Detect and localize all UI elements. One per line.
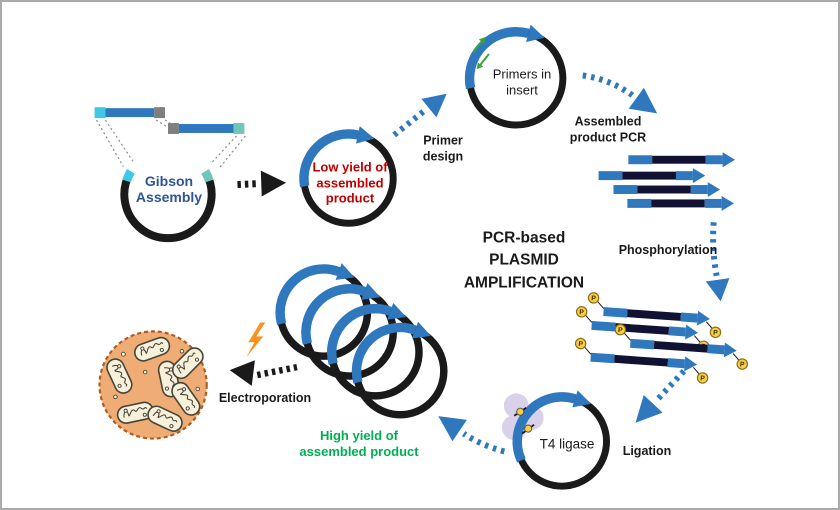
pcr-fragment bbox=[613, 182, 721, 197]
nick-site bbox=[516, 407, 525, 416]
arrowhead bbox=[628, 87, 658, 114]
fragment-end-cap bbox=[94, 107, 106, 119]
pcr-fragment bbox=[628, 152, 736, 168]
t4-ligase-plasmid bbox=[501, 390, 610, 490]
arrowhead bbox=[260, 170, 287, 197]
gibson-assembly-plasmid bbox=[120, 169, 216, 243]
plasmid-stack bbox=[280, 263, 444, 415]
lightning-icon bbox=[246, 322, 266, 358]
low-yield-plasmid bbox=[299, 126, 397, 227]
fragment-end-cap bbox=[233, 123, 245, 134]
phosphorylated-products bbox=[573, 292, 749, 383]
insert-fragments bbox=[94, 107, 245, 134]
arrowhead bbox=[526, 24, 545, 42]
fragment-end-cap bbox=[154, 107, 166, 119]
arrowhead bbox=[229, 360, 255, 386]
arrowhead bbox=[705, 278, 730, 302]
primer-arrow bbox=[476, 53, 490, 70]
pcr-products bbox=[598, 152, 736, 211]
insert-fragment-bar bbox=[105, 108, 155, 118]
nick-site bbox=[524, 424, 533, 433]
primers-in-insert-plasmid bbox=[464, 24, 567, 129]
arrowhead bbox=[421, 93, 447, 118]
primer-arrow bbox=[472, 37, 486, 53]
phosphorylation-arrow bbox=[705, 222, 730, 302]
pcr-fragment bbox=[598, 168, 706, 184]
fragment-end-cap bbox=[167, 123, 179, 134]
t4-to-plasmids-arrow bbox=[438, 416, 506, 455]
primer-design-arrow bbox=[392, 93, 447, 138]
homology-end-cyan bbox=[122, 169, 135, 183]
ligation-arrow bbox=[635, 369, 687, 423]
arrowhead bbox=[635, 395, 663, 423]
homology-end-teal bbox=[201, 169, 214, 183]
arrowhead bbox=[572, 390, 592, 408]
bacteria-dish bbox=[98, 330, 208, 440]
electroporation-arrow bbox=[229, 360, 298, 386]
insert-fragment-bar bbox=[178, 124, 234, 133]
arrowhead bbox=[438, 416, 467, 442]
pcr-fragment bbox=[627, 195, 735, 211]
projection-lines bbox=[96, 119, 246, 169]
assembled-pcr-arrow bbox=[582, 72, 658, 114]
arrowhead bbox=[356, 126, 375, 144]
gibson-to-lowyield-arrow bbox=[237, 170, 287, 197]
